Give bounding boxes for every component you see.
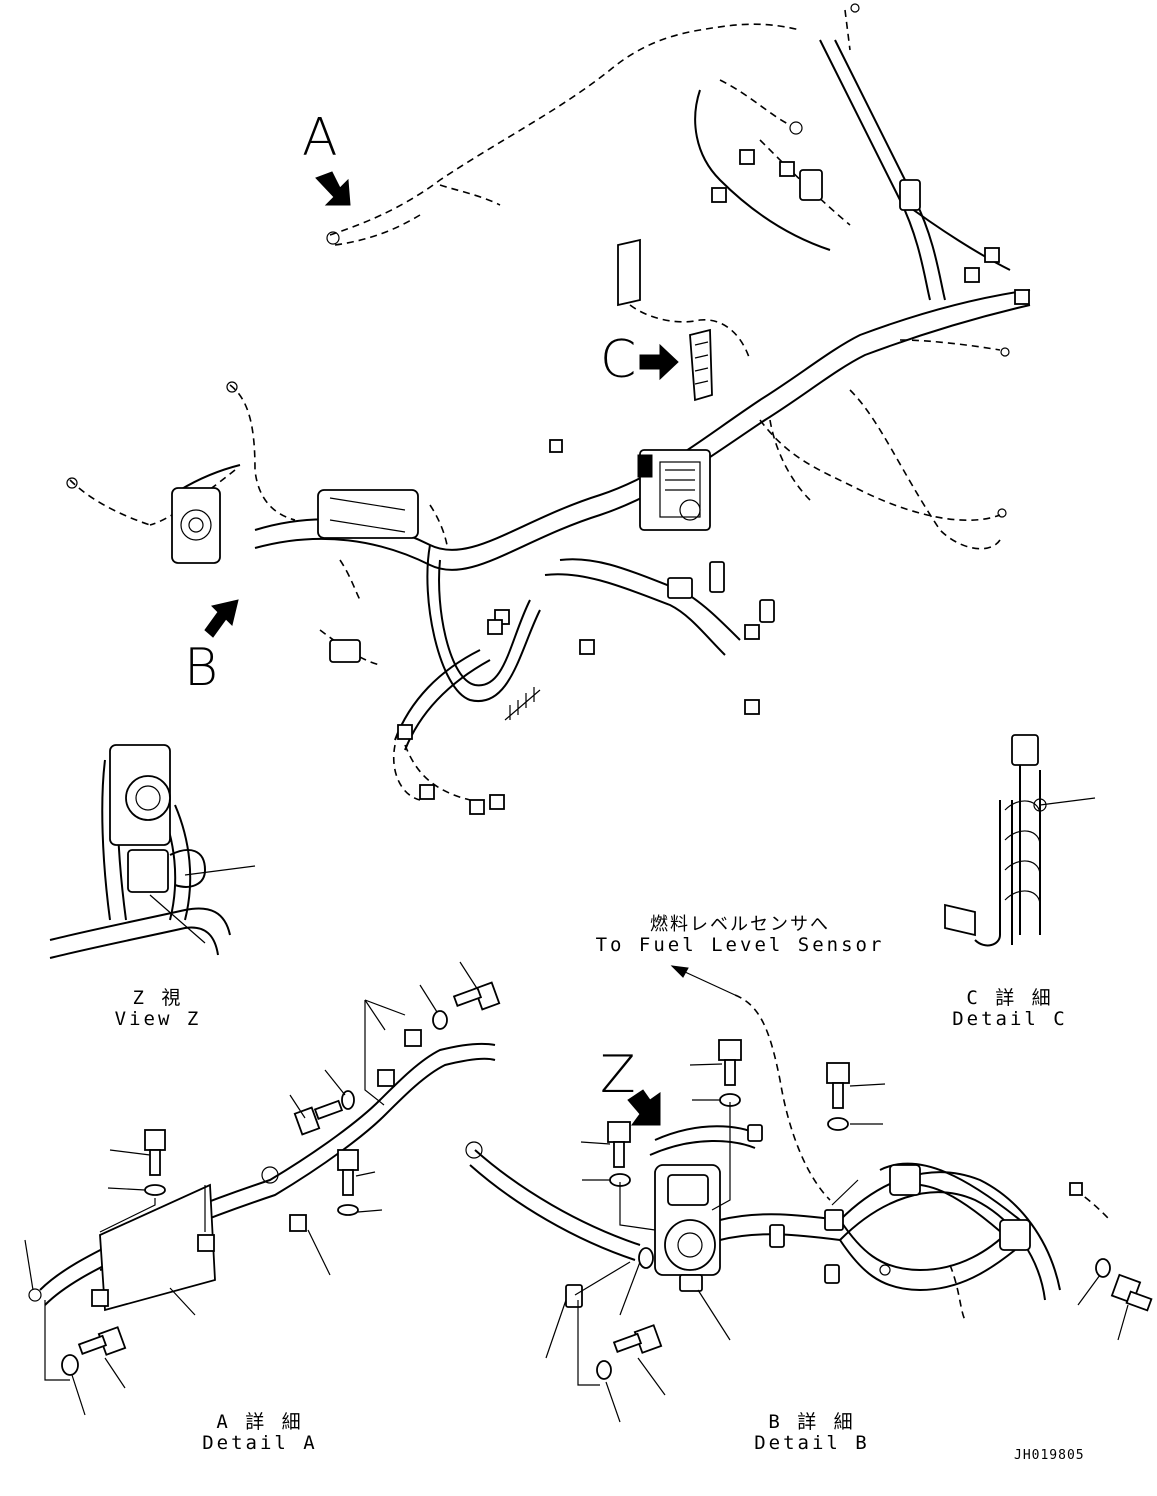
fuel-sensor-note-en: To Fuel Level Sensor [595, 934, 885, 956]
arrow-z-icon [627, 1089, 661, 1126]
view-letter-z: Z [600, 1045, 636, 1105]
view-arrows [204, 171, 679, 1126]
fuel-sensor-note-jp: 燃料レベルセンサへ [650, 914, 830, 935]
bolt-icon [144, 1129, 166, 1176]
caption-view-z-en: View Z [114, 1008, 202, 1030]
arrow-c-icon [639, 343, 679, 381]
view-letter-a: A [302, 108, 338, 168]
bolt-icon [826, 1062, 850, 1109]
main-harness [66, 3, 1031, 815]
caption-detail-b-jp: B 詳 細 [768, 1411, 856, 1433]
bolt-icon [337, 1149, 359, 1196]
caption-detail-b-en: Detail B [754, 1432, 870, 1454]
arrow-a-icon [315, 171, 351, 206]
view-letter-c: C [600, 330, 637, 390]
caption-detail-c-en: Detail C [952, 1008, 1068, 1030]
view-letter-b: B [184, 638, 219, 698]
caption-detail-a-en: Detail A [202, 1432, 318, 1454]
detail-a [24, 961, 501, 1416]
drawing-code: JH019805 [1014, 1448, 1085, 1463]
arrow-icon [670, 965, 689, 978]
arrow-b-icon [204, 599, 239, 638]
bolt-icon [77, 1326, 127, 1356]
bolt-icon [718, 1039, 742, 1086]
caption-detail-a-jp: A 詳 細 [216, 1411, 304, 1433]
detail-c [944, 734, 1096, 947]
caption-view-z-jp: Z 視 [132, 987, 184, 1009]
bolt-icon [607, 1121, 631, 1168]
detail-b [465, 965, 1153, 1423]
bolt-icon [452, 981, 501, 1011]
caption-detail-c-jp: C 詳 細 [966, 987, 1054, 1009]
bolt-icon [1110, 1273, 1153, 1312]
bolt-icon [612, 1324, 663, 1354]
view-z-detail [49, 744, 256, 959]
bolt-icon [293, 1099, 344, 1136]
